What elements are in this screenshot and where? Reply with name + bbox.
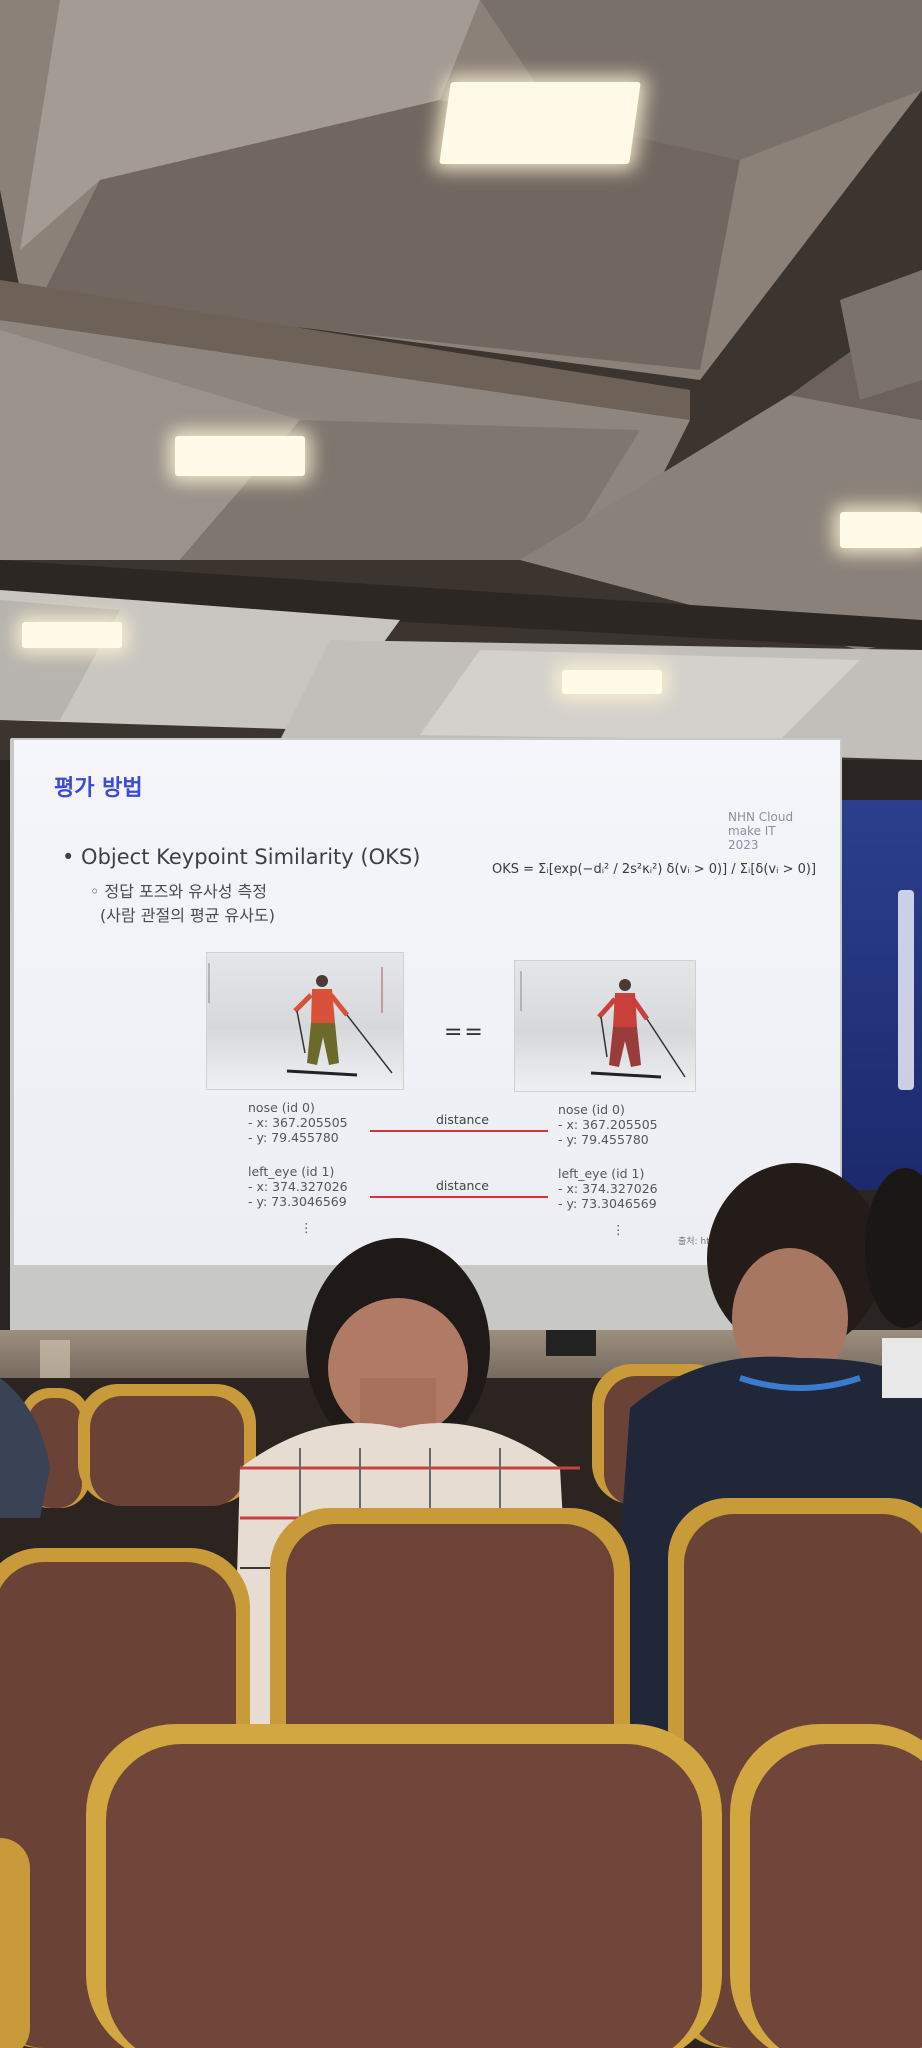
source-note: 출처: http — [678, 1237, 719, 1247]
equals-sign: == — [444, 1020, 485, 1045]
chair-front-center — [86, 1724, 722, 2048]
slide-title: 평가 방법 — [54, 776, 143, 801]
ceiling-light-top — [439, 82, 641, 164]
ellipsis-right: ⋮ — [612, 1222, 625, 1237]
keypoint-nose-left: nose (id 0) - x: 367.205505 - y: 79.4557… — [248, 1100, 348, 1145]
keypoint-nose-right: nose (id 0) - x: 367.205505 - y: 79.4557… — [558, 1102, 658, 1147]
distance-line-2 — [370, 1196, 548, 1198]
ceiling-light-right — [840, 512, 922, 548]
presentation-slide: 평가 방법 NHN Cloud make IT 2023 • Object Ke… — [14, 740, 840, 1265]
oks-formula: OKS = Σᵢ[exp(−dᵢ² / 2s²κᵢ²) δ(vᵢ > 0)] /… — [492, 862, 817, 877]
ceiling-light-middle — [175, 436, 305, 476]
ceiling — [0, 0, 922, 760]
skier-photo-right — [514, 960, 696, 1092]
ceiling-panels — [0, 0, 922, 760]
distance-label-1: distance — [436, 1112, 489, 1127]
skier-photo-left — [206, 952, 404, 1090]
brand-line1: NHN Cloud — [728, 810, 794, 824]
distance-label-2: distance — [436, 1178, 489, 1193]
skier-figure-left — [208, 963, 393, 1077]
chair-front-left — [0, 1838, 30, 2048]
bullet-oks: • Object Keypoint Similarity (OKS) — [62, 845, 421, 869]
skier-figure-right — [520, 971, 686, 1079]
attendee-far-right — [865, 1168, 922, 1398]
distance-line-1 — [370, 1130, 548, 1132]
keypoint-eye-right: left_eye (id 1) - x: 374.327026 - y: 73.… — [558, 1166, 658, 1211]
sub-bullet-2: (사람 관절의 평균 유사도) — [100, 906, 275, 925]
brand-line2: make IT 2023 — [728, 824, 776, 852]
attendee-left-edge — [0, 1378, 50, 1518]
ellipsis-left: ⋮ — [300, 1220, 313, 1235]
ceiling-light-center-low — [562, 670, 662, 694]
ceiling-light-left-low — [22, 622, 122, 648]
sub-bullet-1: ◦ 정답 포즈와 유사성 측정 — [90, 882, 267, 901]
audience-scene — [0, 1163, 922, 2048]
brand-label: NHN Cloud make IT 2023 — [728, 810, 808, 852]
keypoint-eye-left: left_eye (id 1) - x: 374.327026 - y: 73.… — [248, 1164, 348, 1209]
side-banner — [838, 800, 922, 1190]
chair-front-right — [730, 1724, 922, 2048]
chair-back-2 — [78, 1384, 256, 1506]
